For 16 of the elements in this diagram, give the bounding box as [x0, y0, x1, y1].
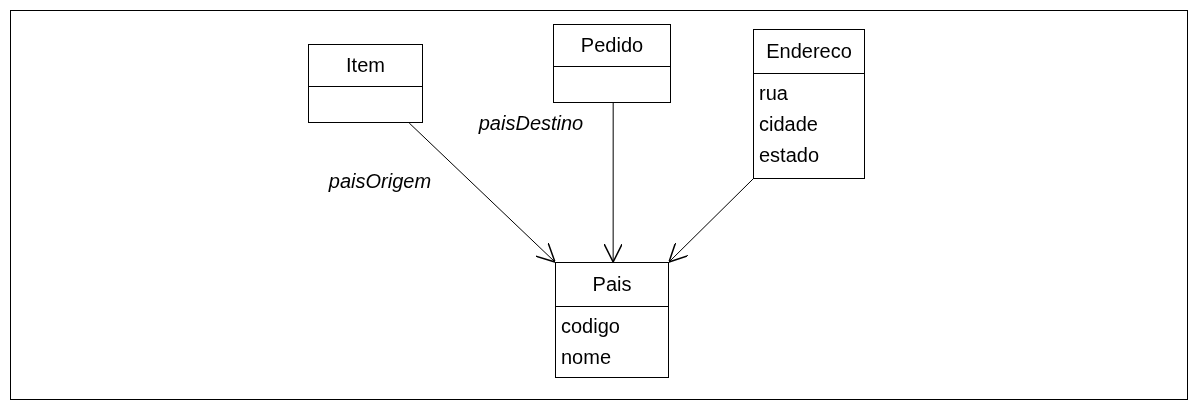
class-box	[553, 24, 671, 103]
attribute-name: rua	[759, 81, 789, 106]
attribute-name: codigo	[561, 314, 621, 339]
attribute-name: nome	[561, 345, 613, 370]
class-box	[753, 29, 865, 179]
attribute-name: cidade	[759, 112, 819, 137]
association-arrow	[603, 102, 623, 263]
association-arrow	[668, 178, 754, 263]
class-name: Item	[346, 54, 385, 77]
association-arrow	[408, 122, 556, 263]
class-name: Endereco	[766, 40, 852, 63]
class-name: Pedido	[580, 34, 644, 57]
attribute-name: estado	[759, 143, 821, 168]
class-name: Pais	[592, 273, 632, 296]
class-box	[308, 44, 423, 123]
class-box	[555, 262, 669, 378]
